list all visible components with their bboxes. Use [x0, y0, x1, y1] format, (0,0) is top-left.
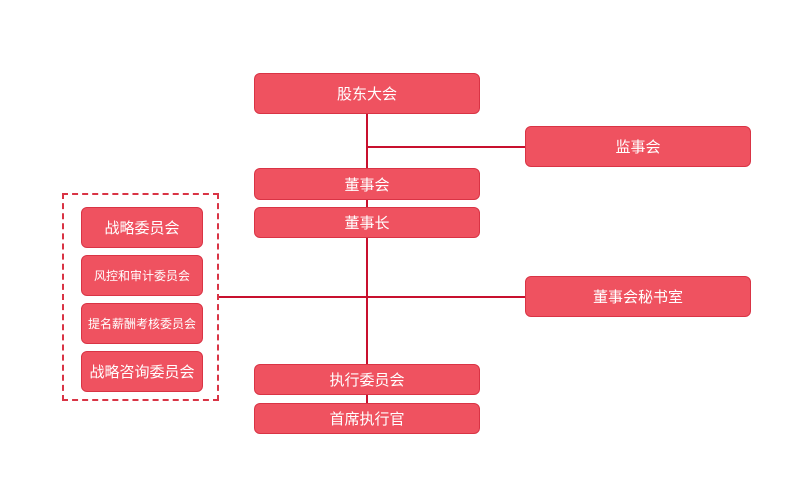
chairman-node[interactable]: 董事长 — [254, 207, 480, 238]
board-secretary-office-node[interactable]: 董事会秘书室 — [525, 276, 751, 317]
risk-audit-committee-node[interactable]: 风控和审计委员会 — [81, 255, 203, 296]
committee-group — [62, 193, 219, 401]
supervisory-board-node[interactable]: 监事会 — [525, 126, 751, 167]
board-of-directors-node[interactable]: 董事会 — [254, 168, 480, 200]
connector-to-committees — [219, 296, 367, 298]
strategy-advisory-committee-node[interactable]: 战略咨询委员会 — [81, 351, 203, 392]
executive-committee-node[interactable]: 执行委员会 — [254, 364, 480, 395]
shareholders-meeting-node[interactable]: 股东大会 — [254, 73, 480, 114]
strategy-committee-node[interactable]: 战略委员会 — [81, 207, 203, 248]
connector-main-vertical — [366, 113, 368, 405]
ceo-node[interactable]: 首席执行官 — [254, 403, 480, 434]
nomination-compensation-committee-node[interactable]: 提名薪酬考核委员会 — [81, 303, 203, 344]
connector-to-secretary — [367, 296, 526, 298]
connector-to-supervisory — [367, 146, 526, 148]
